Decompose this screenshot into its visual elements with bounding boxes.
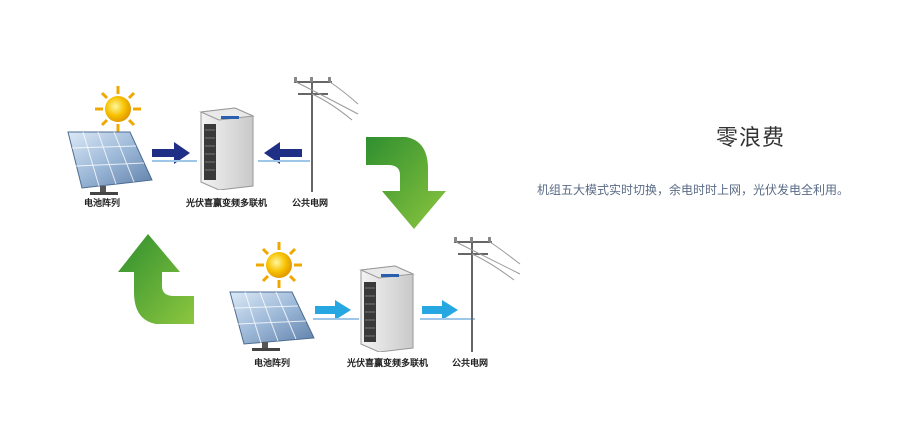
flow-line [420,318,475,320]
sun-icon [95,86,141,132]
hvac-unit-icon [359,265,415,352]
solar-panel-icon [67,131,153,195]
cycle-arrow-up-icon [118,234,194,324]
hvac-unit-label: 光伏喜赢变频多联机 [347,359,429,369]
hvac-unit-label: 光伏喜赢变频多联机 [186,199,268,209]
hvac-unit-icon [199,107,255,190]
arrow-right-icon [152,142,190,164]
utility-pole-icon [454,237,521,352]
solar-array-label: 电池阵列 [84,199,121,209]
sun-icon [256,242,302,288]
arrow-right-icon [315,300,351,320]
flow-line [258,160,310,162]
arrow-left-icon [264,142,302,164]
flow-line [313,318,359,320]
solar-panel-icon [229,291,315,351]
flow-line [152,160,197,162]
grid-label: 公共电网 [292,199,329,209]
arrow-right-icon [422,300,458,320]
solar-array-label: 电池阵列 [254,359,291,369]
grid-label: 公共电网 [452,359,489,369]
feature-title: 零浪费 [716,126,786,151]
cycle-arrow-down-icon [366,137,446,229]
feature-description: 机组五大模式实时切换，余电时时上网，光伏发电全利用。 [537,183,850,197]
utility-pole-icon [294,77,359,192]
